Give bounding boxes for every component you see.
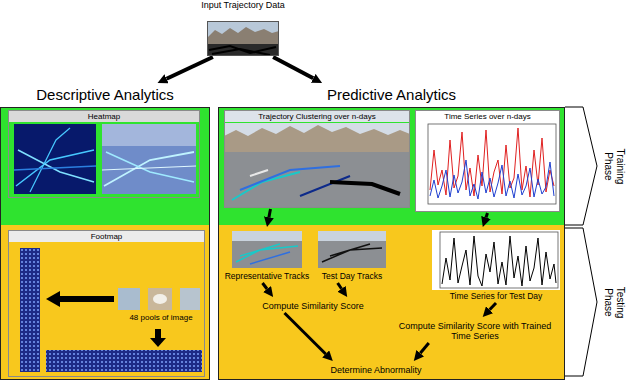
phase-panel	[0, 107, 210, 225]
image-caption-box: Time Series for Test Day	[430, 230, 562, 302]
scene-photo	[207, 44, 279, 56]
scene-photo	[207, 27, 279, 44]
section-heading: Predictive Analytics	[218, 86, 565, 103]
flow-arrow	[285, 313, 326, 354]
section-heading: Input Trajectory Data	[200, 0, 286, 10]
flow-arrow	[269, 209, 271, 217]
footmap-image	[148, 288, 172, 310]
time-series-chart	[416, 111, 559, 211]
phase-panel	[218, 107, 565, 225]
clustering-image	[300, 176, 350, 196]
input-image: Input Trajectory Data	[200, 0, 286, 56]
heatmap-image	[14, 166, 96, 170]
phase-label: Training Phase	[603, 135, 626, 197]
footmap-image	[20, 248, 202, 372]
phase-label: Testing Phase	[603, 271, 626, 333]
flow-arrow	[338, 283, 342, 289]
clustering-image	[330, 182, 400, 194]
panel-frame	[207, 21, 279, 56]
clustering-image	[224, 125, 410, 152]
time-series-chart	[428, 124, 556, 204]
flow-arrow	[263, 283, 268, 289]
panel-frame	[218, 107, 565, 380]
time-series-chart	[416, 111, 559, 211]
heatmap-image	[30, 128, 70, 192]
phase-label: Training Phase	[603, 135, 626, 197]
figure-box: Trajectory Clustering over n-days	[224, 110, 410, 208]
footmap-image	[180, 288, 200, 310]
section-heading: Descriptive Analytics	[0, 86, 210, 103]
clustering-image	[232, 172, 300, 200]
footmap-image	[153, 294, 167, 304]
flow-arrow	[490, 303, 496, 310]
phase-panel	[0, 107, 565, 380]
block-arrow	[46, 291, 114, 307]
node-label: Representative Tracks	[222, 272, 312, 282]
node-label: Compute Similarity Score	[256, 301, 370, 311]
track-image	[232, 231, 302, 241]
time-series-chart	[440, 232, 558, 288]
flow-arrow	[420, 343, 429, 353]
figure-title: Footmap	[9, 231, 204, 242]
image-note: 48 pools of image	[116, 313, 206, 322]
phase-bracket	[565, 107, 597, 376]
image-caption-box: Representative Tracks	[222, 230, 312, 282]
panel-frame	[0, 107, 210, 380]
time-series-chart	[430, 160, 554, 199]
time-series-chart	[432, 230, 560, 290]
track-image	[232, 231, 302, 268]
track-image	[250, 252, 290, 264]
track-image	[232, 231, 386, 268]
analytics-panel: Predictive AnalyticsTrajectory Clusterin…	[218, 86, 565, 380]
phase-bracket	[565, 228, 597, 376]
node-label: Test Day Tracks	[316, 272, 388, 282]
node-label: Time Series for Test Day	[430, 292, 562, 302]
heatmap-image	[102, 124, 196, 194]
heatmap-image	[14, 124, 96, 194]
clustering-image	[250, 170, 268, 176]
analytics-panel: Descriptive AnalyticsHeatmapFootmap	[0, 86, 210, 380]
track-image	[318, 231, 386, 241]
figure-box: Footmap	[8, 230, 205, 377]
footmap-image	[118, 288, 140, 310]
image-note: 48 pools of image	[116, 313, 206, 322]
figure-box: Time Series over n-days	[415, 110, 560, 212]
phase-label: Testing Phase	[603, 271, 626, 333]
clustering-image	[224, 123, 410, 207]
result-text: Determine Abnormality	[322, 364, 430, 376]
figure-title: Heatmap	[9, 111, 199, 122]
figure-title: Trajectory Clustering over n-days	[225, 111, 409, 122]
heatmap-image	[14, 124, 196, 194]
track-image	[318, 231, 386, 268]
scene-photo	[209, 46, 276, 55]
node-label: Compute Similarity Score with Trained Ti…	[398, 321, 552, 342]
clustering-image	[224, 123, 410, 207]
scene-photo	[207, 21, 279, 56]
image-caption-box: Test Day Tracks	[316, 230, 388, 282]
process-text: Compute Similarity Score with Trained Ti…	[398, 320, 552, 342]
phase-panel	[0, 225, 210, 380]
flow-arrow	[273, 57, 313, 78]
footmap-image	[20, 248, 40, 372]
process-text: Compute Similarity Score	[256, 300, 370, 312]
heatmap-image	[102, 124, 196, 146]
node-label: Determine Abnormality	[322, 365, 430, 375]
time-series-chart	[432, 230, 560, 290]
footmap-image	[46, 350, 202, 372]
time-series-chart	[442, 236, 556, 286]
flow-arrow	[486, 213, 488, 218]
flow-arrow	[167, 57, 213, 79]
track-image	[322, 244, 382, 262]
phase-panel	[218, 225, 565, 380]
block-arrow	[150, 329, 166, 347]
figure-box: Heatmap	[8, 110, 200, 198]
phase-bracket	[565, 107, 597, 225]
heatmap-image	[102, 166, 196, 170]
figure-title: Time Series over n-days	[416, 111, 559, 122]
scene-photo	[207, 21, 279, 56]
